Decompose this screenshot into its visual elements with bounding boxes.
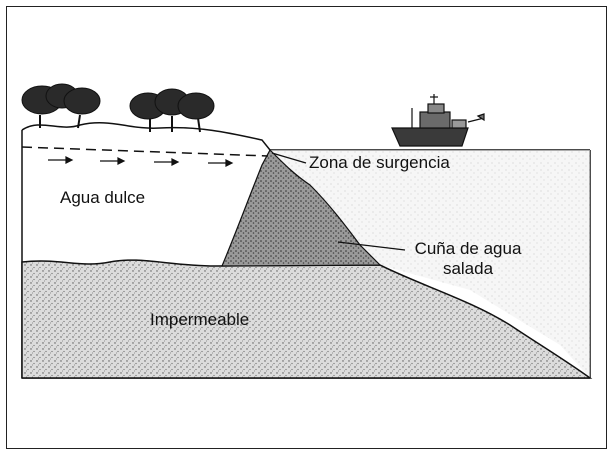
- impermeable-layer: [21, 259, 593, 379]
- saltwater-wedge: [221, 149, 382, 267]
- saltwater-wedge-label-line1: Cuña de agua: [414, 239, 522, 258]
- freshwater-label: Agua dulce: [60, 188, 146, 207]
- water-table-line: [21, 146, 269, 157]
- saltwater-wedge-label-line2: salada: [442, 259, 494, 278]
- ship-icon: [391, 94, 485, 147]
- impermeable-label: Impermeable: [150, 310, 250, 329]
- wedge-leader-line: [337, 241, 406, 251]
- upwelling-zone-label: Zona de surgencia: [309, 153, 450, 172]
- flow-arrow-icon: [48, 156, 234, 167]
- tree-icon: [21, 83, 215, 133]
- upwelling-leader-line: [271, 152, 307, 164]
- land-surface: [21, 122, 271, 151]
- seafloor-sediment: [270, 150, 590, 378]
